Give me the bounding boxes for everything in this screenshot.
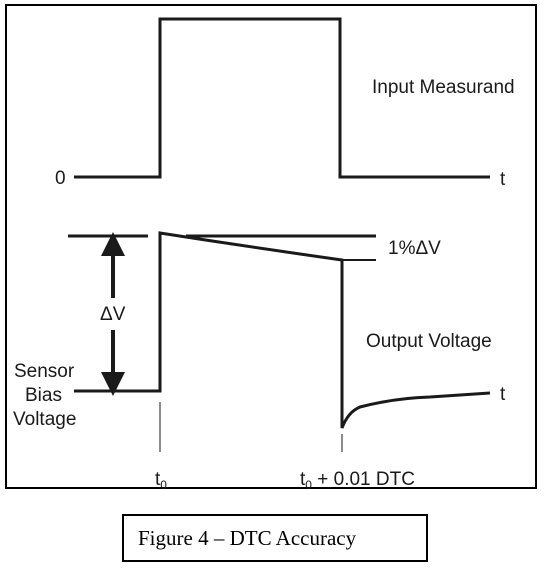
time-axis-label-bottom: t — [500, 384, 506, 405]
time-axis-label-top: t — [500, 169, 506, 190]
input-step-waveform — [74, 17, 490, 179]
t0-dtc-label-suffix: + 0.01 DTC — [312, 469, 415, 490]
output-voltage-waveform — [74, 231, 491, 429]
t0-label-subscript: 0 — [160, 478, 167, 492]
figure-caption: Figure 4 – DTC Accuracy — [122, 514, 428, 562]
delta-v-label: ΔV — [100, 304, 126, 325]
sensor-label: Sensor — [14, 361, 75, 382]
voltage-label: Voltage — [13, 409, 76, 430]
one-percent-delta-v-label: 1%ΔV — [388, 238, 441, 259]
output-voltage-label: Output Voltage — [366, 331, 492, 352]
input-measurand-label: Input Measurand — [372, 77, 515, 98]
t0-dtc-label-subscript: 0 — [305, 478, 312, 492]
diagram-frame — [5, 4, 537, 489]
t0-label: t0 — [155, 469, 167, 492]
figure-caption-text: Figure 4 – DTC Accuracy — [138, 525, 357, 550]
t0-dtc-label-t: t — [300, 469, 306, 490]
t0-label-t: t — [155, 469, 161, 490]
t0-plus-dtc-label: t0 + 0.01 DTC — [300, 469, 415, 492]
zero-level-label: 0 — [55, 168, 66, 189]
bias-label: Bias — [25, 385, 62, 406]
